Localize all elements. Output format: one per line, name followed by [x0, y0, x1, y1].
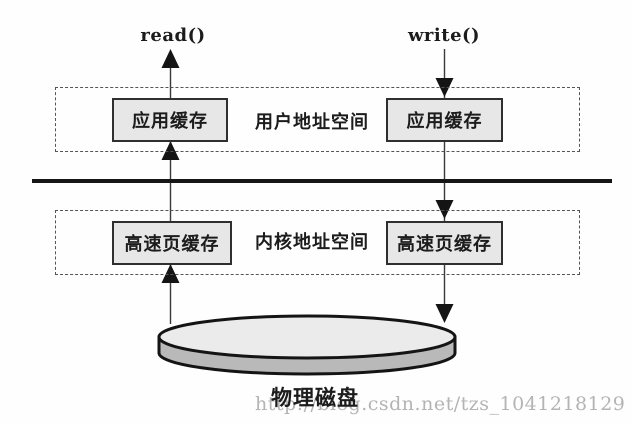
read-call-label: read() [140, 25, 206, 46]
arrow-up-to-read-icon [161, 49, 180, 68]
kernel-space-region [55, 210, 580, 275]
app-buffer-read-box: 应用缓存 [112, 98, 228, 142]
user-space-region [55, 87, 580, 152]
arrow-up-into-page-cache-icon [161, 264, 180, 283]
arrow-up-into-app-buffer-icon [161, 141, 180, 160]
arrow-down-into-page-cache-icon [435, 200, 454, 219]
disk-cylinder-top [157, 314, 457, 360]
page-cache-read-box: 高速页缓存 [112, 221, 232, 265]
write-call-label: write() [407, 25, 481, 46]
disk-cylinder [157, 314, 457, 376]
page-cache-write-box: 高速页缓存 [386, 221, 503, 265]
kernel-space-label: 内核地址空间 [255, 232, 369, 253]
user-kernel-divider [32, 179, 612, 183]
physical-disk-label: 物理磁盘 [271, 385, 359, 410]
arrow-down-into-disk-icon [435, 304, 454, 323]
csdn-watermark: http://blog.csdn.net/tzs_1041218129 [255, 393, 626, 415]
user-space-label: 用户地址空间 [255, 112, 369, 133]
app-buffer-write-box: 应用缓存 [386, 98, 503, 142]
